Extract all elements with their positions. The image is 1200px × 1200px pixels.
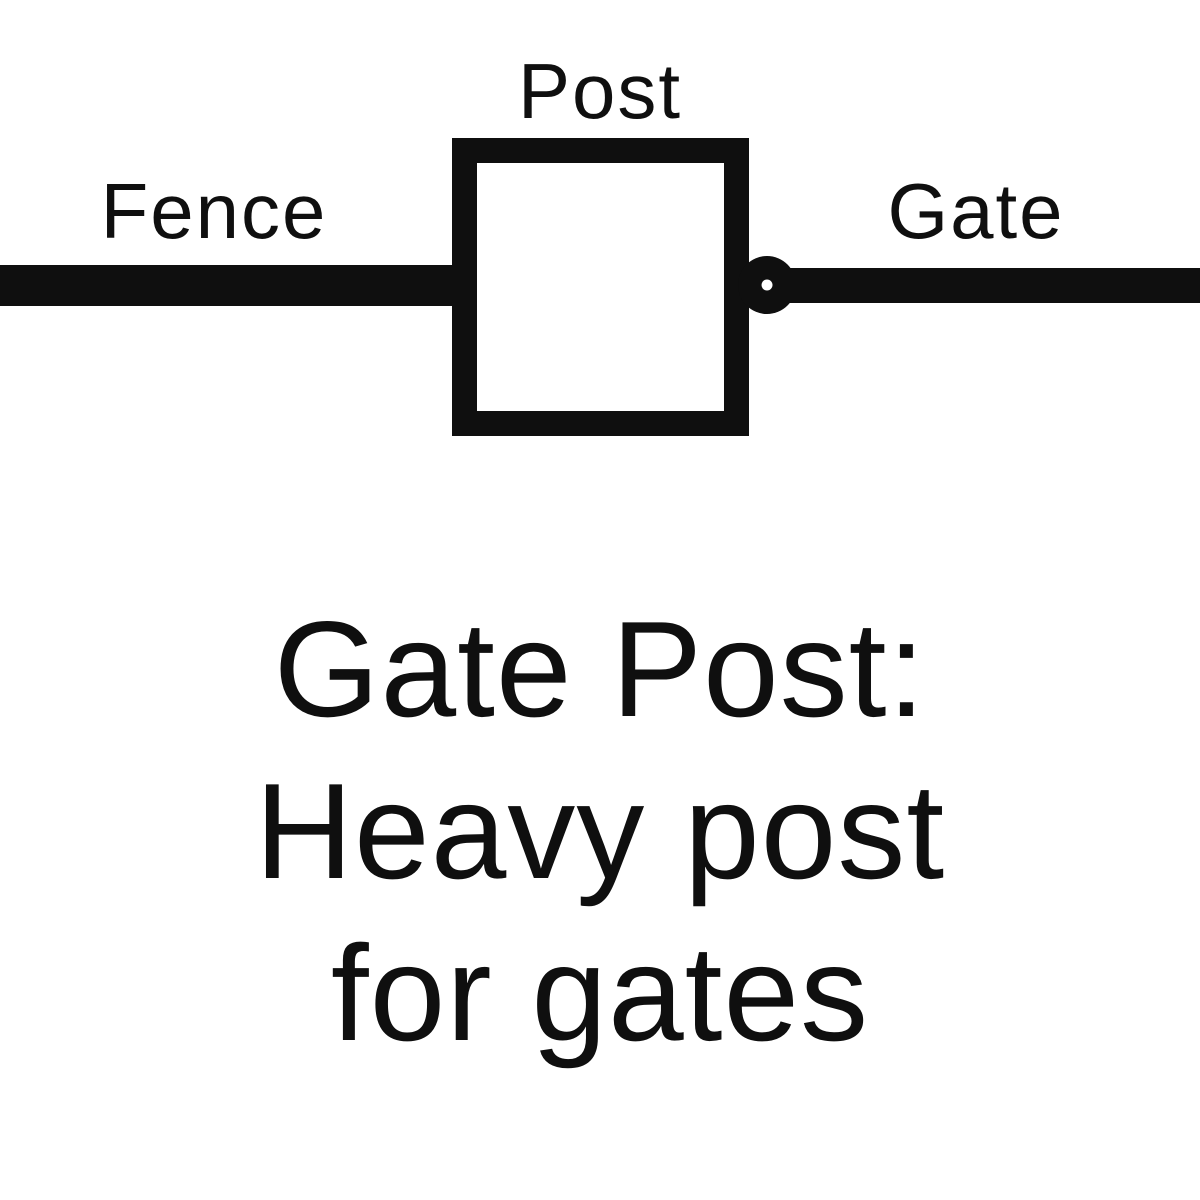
hinge-pin-hole <box>761 279 773 291</box>
caption: Gate Post: Heavy post for gates <box>0 588 1200 1074</box>
fence-label: Fence <box>100 167 328 255</box>
hinge-circle-shape <box>738 256 796 314</box>
post-label: Post <box>517 47 683 135</box>
fence-line-shape <box>0 265 453 306</box>
post-square-shape <box>452 138 749 436</box>
gate-label: Gate <box>887 167 1065 255</box>
caption-line-title: Gate Post: <box>273 593 927 745</box>
caption-line-description-2: for gates <box>330 917 870 1069</box>
gate-line-shape <box>789 268 1200 303</box>
caption-line-description-1: Heavy post <box>254 755 946 907</box>
